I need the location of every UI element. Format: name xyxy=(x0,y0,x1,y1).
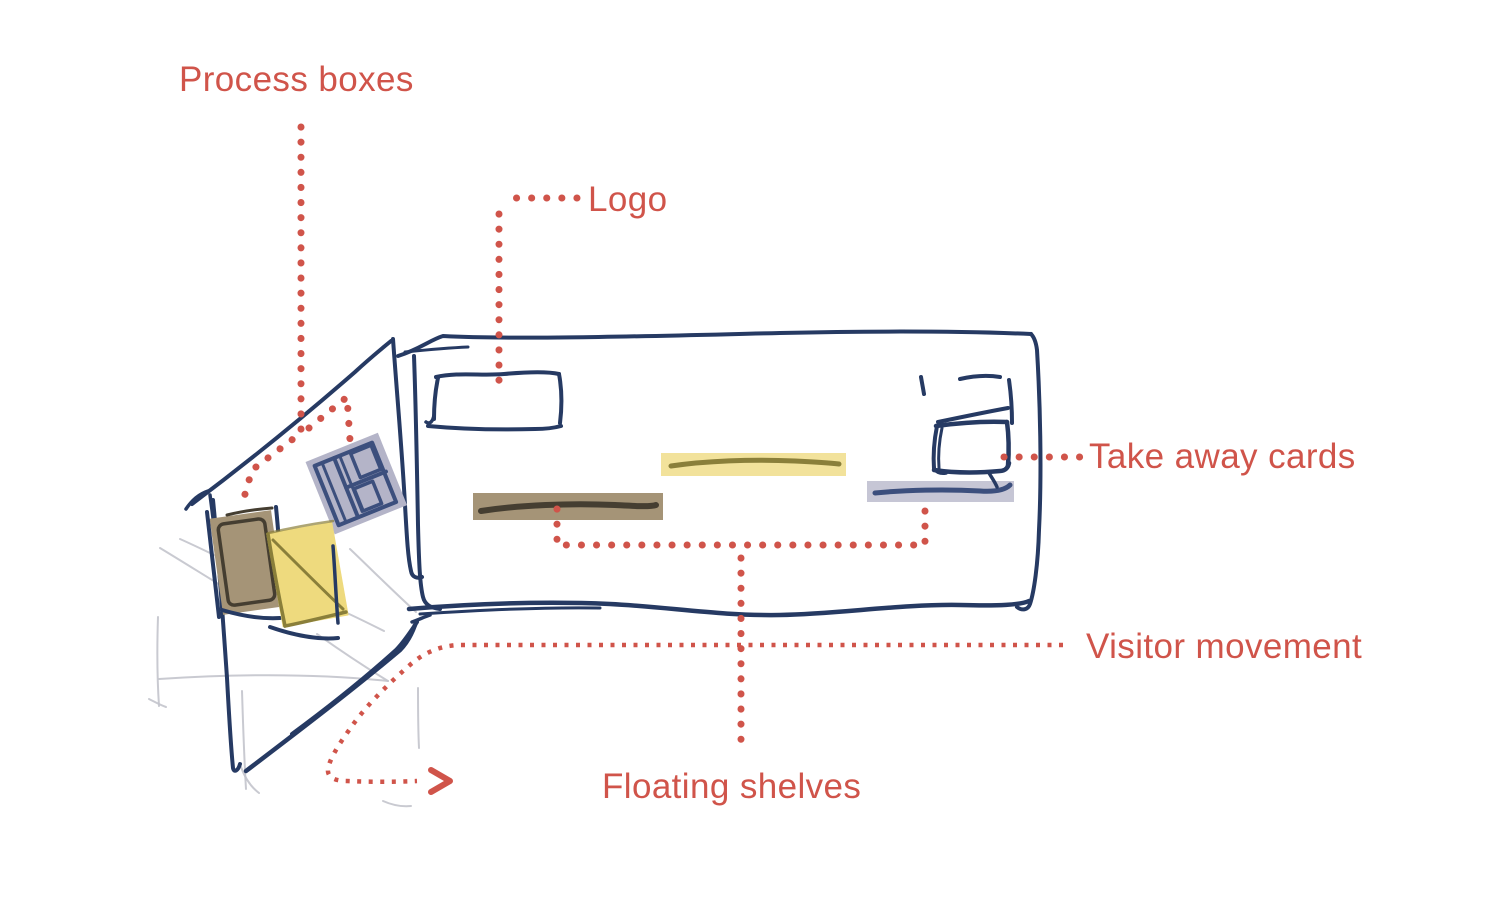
process-box-grid xyxy=(305,432,408,535)
logo-box-sketch xyxy=(424,370,564,432)
main-wall-sketch xyxy=(396,329,1043,624)
visitor-movement-path xyxy=(325,642,1063,795)
arrowhead-icon xyxy=(428,767,453,795)
leader-shelves-bracket xyxy=(553,505,929,549)
leader-process-boxes xyxy=(237,123,305,512)
label-visitor-movement: Visitor movement xyxy=(1086,627,1363,666)
label-process-boxes: Process boxes xyxy=(179,60,414,99)
process-box-yellow xyxy=(266,519,349,641)
label-take-away-cards: Take away cards xyxy=(1089,437,1356,476)
shelf-yellow xyxy=(661,453,846,476)
leader-lines xyxy=(237,123,1088,757)
shelf-brown xyxy=(473,493,663,520)
shelf-lavender xyxy=(867,481,1014,502)
leader-process-branch xyxy=(305,390,354,444)
takeaway-cards-sketch xyxy=(919,373,1014,489)
label-floating-shelves: Floating shelves xyxy=(602,767,862,806)
label-logo: Logo xyxy=(588,180,668,219)
